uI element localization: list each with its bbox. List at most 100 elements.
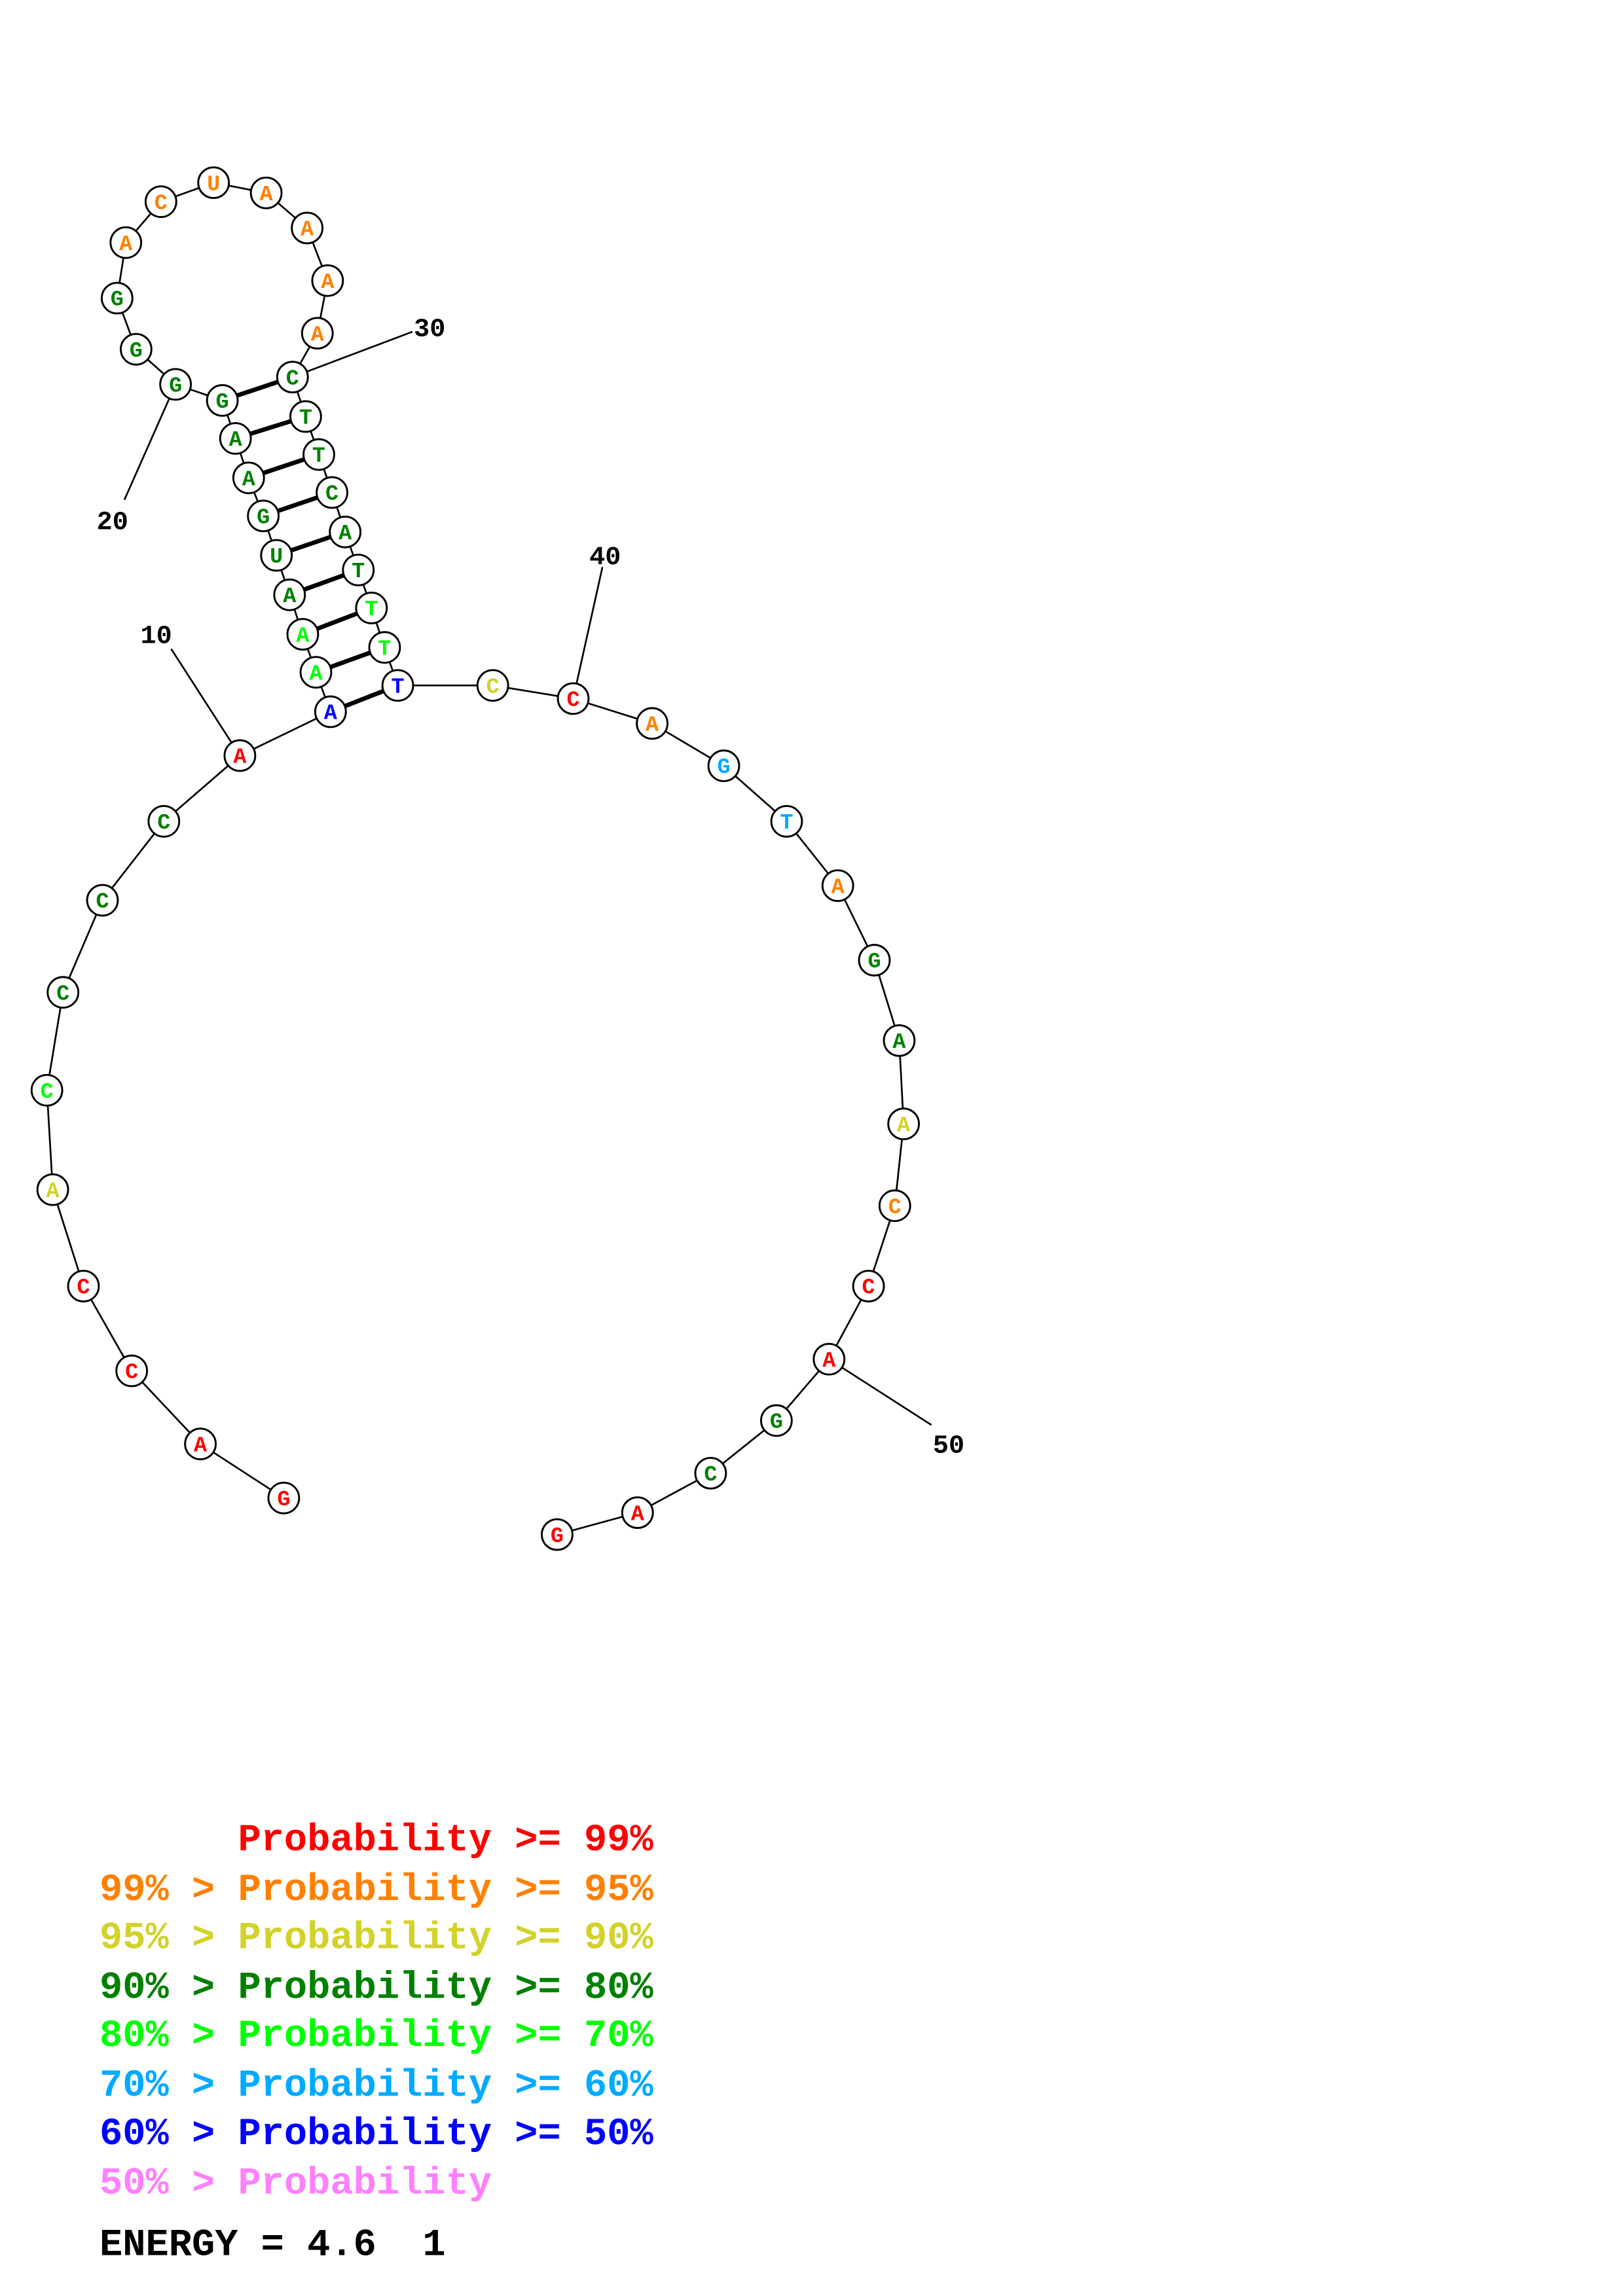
nucleotide-25: U [197,166,230,200]
nucleotide-letter: G [257,505,270,530]
nucleotide-letter: C [286,367,299,391]
nucleotide-43: T [770,805,803,838]
nucleotide-47: A [887,1107,921,1141]
nucleotide-circle [197,166,230,200]
nucleotide-letter: A [119,232,133,257]
nucleotide-letter: T [365,598,378,622]
nucleotide-49: C [852,1270,885,1302]
nucleotide-letter: A [631,1502,645,1527]
nucleotide-letter: C [155,191,168,216]
nucleotide-letter: C [566,689,579,713]
nucleotide-circle [707,749,740,782]
nucleotide-26: A [249,176,283,209]
nucleotide-letter: G [867,950,881,975]
nucleotide-circle [291,211,324,245]
nucleotide-circle [302,438,335,471]
nucleotide-16: G [247,499,280,533]
nucleotide-letter: C [125,1361,138,1386]
nucleotide-circle [36,1173,69,1206]
nucleotide-letter: T [780,811,793,836]
nucleotide-letter: C [96,890,109,915]
position-tick-line [572,567,604,699]
position-label: 10 [141,622,172,652]
nucleotide-letter: T [352,560,365,584]
position-tick-line [292,331,413,378]
nucleotide-54: G [541,1518,574,1551]
nucleotide-31: T [289,400,322,433]
nucleotide-circle [247,499,280,533]
nucleotide-21: G [119,332,153,366]
nucleotide-14: A [273,578,306,611]
nucleotide-50: A [812,1342,846,1376]
position-label: 40 [589,543,621,573]
nucleotide-23: A [109,226,143,259]
nucleotide-letter: A [897,1113,911,1138]
legend-line: 60% > Probability >= 50% [100,2112,653,2156]
nucleotide-6: C [30,1073,64,1107]
nucleotide-circle [878,1189,911,1223]
legend-line: 90% > Probability >= 80% [100,1965,653,2009]
nucleotide-letter: T [392,675,405,700]
nucleotide-circle [311,264,344,297]
nucleotide-letter: A [194,1433,208,1458]
nucleotide-29: A [301,317,334,350]
nucleotide-letter: A [46,1179,60,1204]
nucleotide-letter: C [56,982,69,1007]
nucleotide-39: C [476,669,509,702]
nucleotide-circle [301,317,334,350]
nucleotide-32: T [302,438,335,471]
nucleotide-letter: A [233,745,247,770]
nucleotide-circle [694,1456,727,1490]
nucleotide-circle [636,707,669,740]
nucleotide-circle [147,805,181,838]
nucleotide-letter: A [283,584,297,609]
nucleotide-37: T [368,631,401,664]
nucleotide-circle [46,976,80,1009]
legend-line: 80% > Probability >= 70% [100,2014,653,2058]
nucleotide-45: G [858,944,891,977]
nucleotide-5: A [36,1173,69,1206]
nucleotide-circle [299,656,333,689]
backbone-segment [131,1370,202,1445]
nucleotide-circle [821,869,854,903]
nucleotide-letter: A [892,1030,906,1055]
nucleotide-letter: A [296,624,310,649]
nucleotide-circle [276,361,309,394]
nucleotide-circle [67,1270,100,1302]
nucleotide-circle [232,461,265,495]
nucleotide-34: A [329,515,362,548]
nucleotide-letter: C [862,1276,875,1300]
nucleotide-13: A [286,618,319,651]
nucleotide-53: A [621,1496,654,1530]
nucleotide-42: G [707,749,740,782]
nucleotide-letter: C [486,675,500,700]
nucleotide-19: G [206,384,239,417]
nucleotide-1: G [267,1481,301,1515]
nucleotide-circle [267,1481,301,1515]
position-tick-line [170,648,241,757]
nucleotide-letter: A [338,522,352,547]
nucleotide-30: C [276,361,309,394]
backbone-segment [239,711,331,757]
nucleotide-circle [273,578,306,611]
nucleotide-letter: C [41,1080,54,1105]
nucleotide-10: A [223,739,257,772]
nucleotide-circle [314,695,347,728]
nucleotide-20: G [159,368,192,401]
nucleotide-circle [316,476,348,509]
nucleotide-circle [621,1496,654,1530]
nucleotide-44: A [821,869,854,903]
nucleotide-letter: G [717,755,730,780]
legend-line: 99% > Probability >= 95% [100,1868,653,1912]
nucleotide-circle [541,1518,574,1551]
position-tick-line [123,384,177,501]
nucleotide-circle [286,618,319,651]
nucleotide-circle [159,368,192,401]
nucleotide-38: T [381,669,414,702]
nucleotide-letter: C [77,1276,90,1300]
legend-line: 95% > Probability >= 90% [100,1916,653,1960]
nucleotide-circle [144,185,177,219]
nucleotide-letter: A [321,270,335,295]
nucleotide-circle [119,332,153,366]
